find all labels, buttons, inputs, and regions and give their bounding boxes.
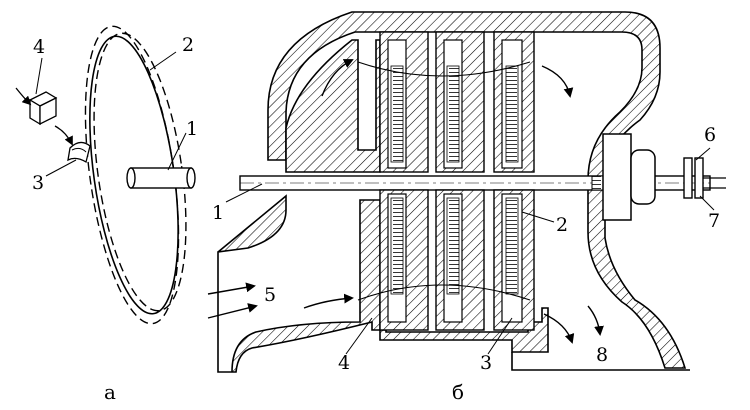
flow-arrow-inner-up <box>321 59 354 97</box>
disk-inner-ring <box>93 32 187 312</box>
caption-b: б <box>452 380 465 404</box>
flow-guide-upper <box>357 61 531 77</box>
flow-arrow-inlet-2 <box>207 303 258 319</box>
label-b-baffle: 3 <box>480 352 493 374</box>
label-a-disk: 2 <box>182 34 195 56</box>
caption-a: а <box>104 380 116 404</box>
label-a-particle: 4 <box>33 36 46 58</box>
upper-inner-wall <box>285 39 381 173</box>
label-b-shaft: 1 <box>212 202 225 224</box>
bearing-hub <box>602 133 656 221</box>
label-b-coupling: 6 <box>704 124 717 146</box>
flow-arrow-outlet-2 <box>587 305 604 336</box>
arrow-to-cavity <box>54 125 73 146</box>
flow-guide-lower <box>357 284 531 301</box>
flow-arrow-outlet-1 <box>543 313 575 344</box>
flow-arrow-upper-out <box>541 65 574 98</box>
rotor-disks-upper <box>379 31 535 173</box>
cavity <box>67 141 91 164</box>
figure-a <box>15 25 196 325</box>
label-a-cavity: 3 <box>32 172 45 194</box>
label-b-shaft-end: 7 <box>708 210 721 232</box>
rotor-disks-lower <box>379 189 535 331</box>
coupling <box>683 157 726 199</box>
main-shaft <box>239 175 711 191</box>
figure-b <box>207 11 726 373</box>
outlet-base <box>511 352 690 371</box>
arrow-in-a <box>15 87 32 106</box>
label-b-inlet-flow: 5 <box>264 284 277 306</box>
shaft-cylinder <box>126 167 196 189</box>
flow-arrow-inlet-3 <box>303 293 354 309</box>
particle-cube <box>28 91 58 126</box>
label-b-outlet-flow: 8 <box>596 344 609 366</box>
flow-arrow-inlet-1 <box>207 282 256 295</box>
label-b-disk: 2 <box>556 214 569 236</box>
label-b-inlet-wall: 4 <box>338 352 351 374</box>
label-a-shaft: 1 <box>186 118 199 140</box>
